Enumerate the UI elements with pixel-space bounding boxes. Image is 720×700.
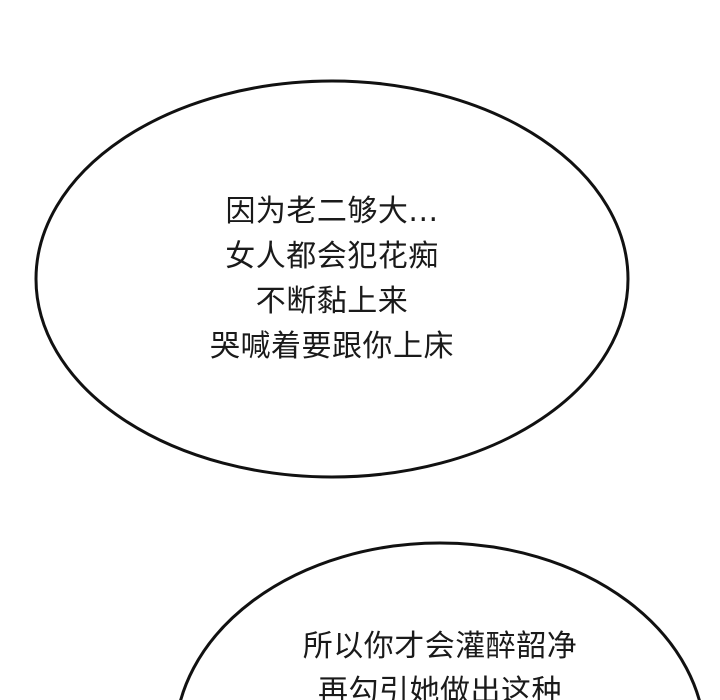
- bubble-1-line-2: 女人都会犯花痴: [225, 239, 439, 274]
- speech-bubble-1-text: 因为老二够大... 女人都会犯花痴 不断黏上来 哭喊着要跟你上床: [0, 189, 664, 369]
- speech-bubble-2-text: 所以你才会灌醉韶净 再勾引她做出这种: [160, 624, 720, 700]
- bubble-1-line-1: 因为老二够大...: [225, 194, 439, 229]
- bubble-1-line-3: 不断黏上来: [255, 284, 409, 319]
- bubble-1-line-4: 哭喊着要跟你上床: [210, 329, 454, 364]
- bubble-2-line-1: 所以你才会灌醉韶净: [302, 629, 578, 664]
- bubble-2-line-2: 再勾引她做出这种: [318, 674, 562, 700]
